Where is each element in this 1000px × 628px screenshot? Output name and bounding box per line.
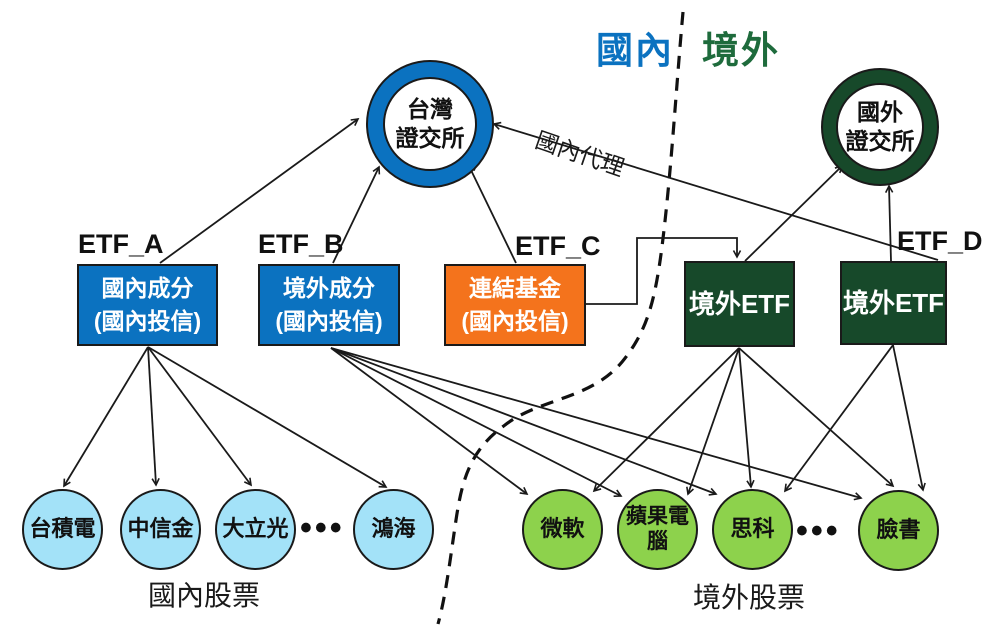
foreign-exchange-line1: 國外 [857,99,903,126]
taiwan-exchange-line1: 台灣 [407,96,453,123]
arrow-offshore-etf1-to-fx [744,164,844,262]
arrow-etfa-to-twse [159,118,360,264]
etf-a-box: 國內成分 (國內投信) [77,264,218,346]
arrow-etfb-to-facebook [330,347,863,501]
arrow-etfb-to-microsoft [330,347,529,496]
stock-node-largan: 大立光 [215,489,296,570]
stock-node-facebook: 臉書 [858,490,939,571]
foreign-stocks-ellipsis: ••• [796,512,841,550]
arrow-etfa-to-largan [147,346,253,487]
arrow-etfd-to-fx [884,184,894,262]
domestic-offshore-divider [436,11,685,625]
foreign-stocks-group-label: 境外股票 [693,582,806,613]
domestic-stocks-ellipsis: ••• [300,509,345,547]
stock-node-apple: 蘋果電腦 [617,489,698,570]
arrow-offshore-etf1-to-cisco [738,347,755,489]
arrow-etfd-to-cisco [783,344,894,493]
arrow-etfa-to-ctbc [147,346,160,487]
stock-node-cisco: 思科 [712,489,793,570]
arrow-etfd-to-facebook [892,344,926,492]
arrow-offshore-etf1-to-facebook [738,347,895,488]
offshore-etf1-box: 境外ETF [684,261,795,347]
arrow-etfa-to-tsmc [63,346,149,488]
etf-d-box: 境外ETF [840,261,947,345]
connector-etfc-to-offshore-etf1 [586,237,742,305]
stock-node-tsmc: 台積電 [22,489,103,570]
domestic-stocks-group-label: 國內股票 [148,580,261,611]
taiwan-exchange-line2: 證交所 [395,125,465,151]
foreign-exchange-node: 國外 證交所 [821,68,939,186]
taiwan-exchange-label: 台灣 證交所 [383,77,477,171]
arrow-etfb-to-cisco [330,347,718,496]
arrow-etfc-to-twse [467,164,517,264]
etf-c-line2: (國內投信) [461,308,569,334]
arrow-etfb-to-apple [330,347,623,497]
arrow-etfd-to-twse-domestic-agent [492,121,939,261]
arrow-offshore-etf1-to-microsoft [592,347,740,493]
etf-b-line2: (國內投信) [275,308,383,334]
offshore-etf1-label: 境外ETF [688,288,791,319]
etf-c-tag: ETF_C [515,231,601,261]
etf-b-line1: 境外成分 [283,275,375,302]
etf-a-line2: (國內投信) [93,308,202,334]
foreign-exchange-label: 國外 證交所 [836,83,924,171]
foreign-exchange-line2: 證交所 [845,128,915,154]
arrow-etfb-to-twse [332,165,381,264]
etf-b-box: 境外成分 (國內投信) [258,264,400,346]
etf-a-tag: ETF_A [78,229,164,259]
etf-b-tag: ETF_B [258,229,344,259]
etf-d-tag: ETF_D [897,226,983,256]
arrow-offshore-etf1-to-apple [686,347,740,496]
stock-node-foxconn: 鴻海 [353,489,434,570]
arrow-etfa-to-foxconn [147,346,388,488]
etf-c-box: 連結基金 (國內投信) [444,264,586,346]
etf-c-line1: 連結基金 [469,275,561,302]
etf-a-line1: 國內成分 [101,275,194,302]
offshore-region-label: 境外 [702,30,780,71]
domestic-region-label: 國內 [596,30,674,71]
stock-node-ctbc: 中信金 [120,489,201,570]
stock-node-microsoft: 微軟 [522,489,603,570]
taiwan-exchange-node: 台灣 證交所 [366,60,494,188]
etf-d-label: 境外ETF [842,287,945,318]
